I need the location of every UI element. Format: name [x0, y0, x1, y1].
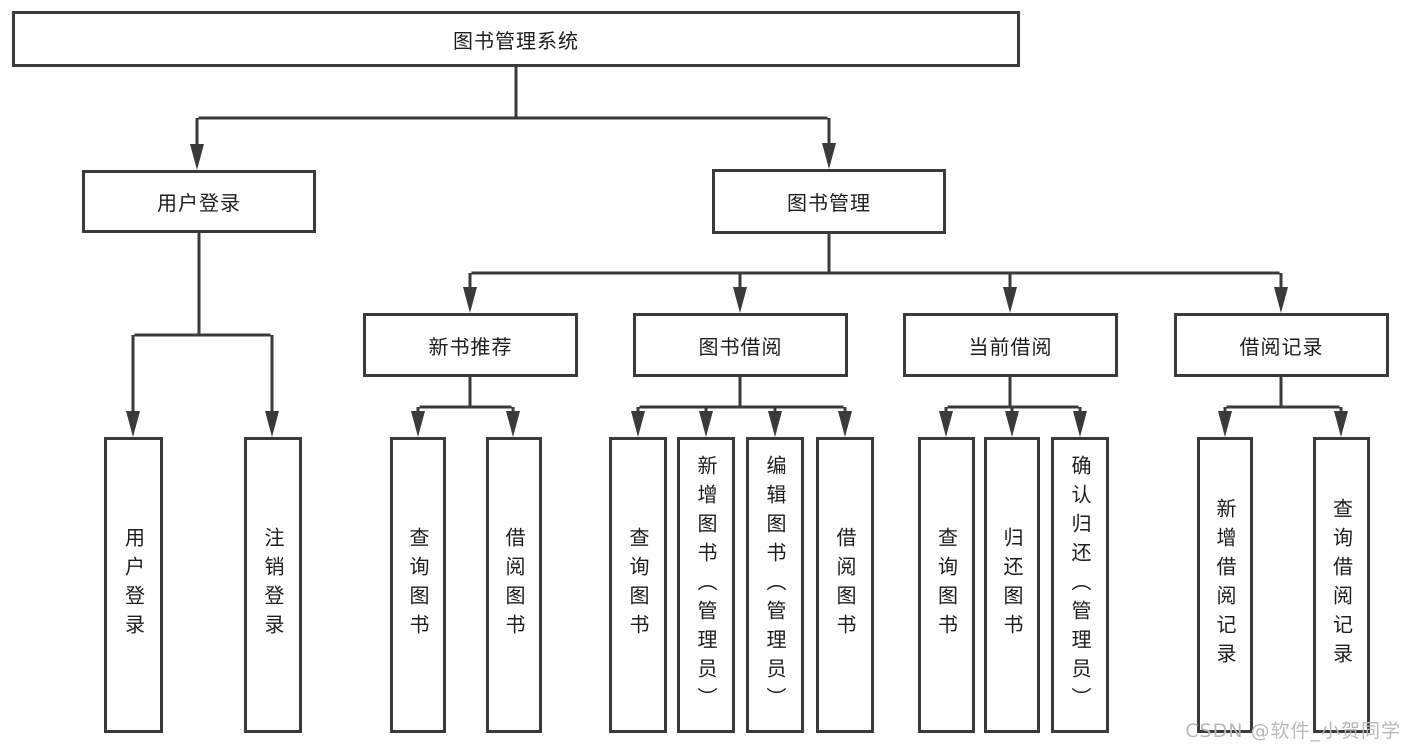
connector-new-book-split [416, 377, 515, 413]
leaf-user-login: 用户登录 [104, 437, 163, 733]
arrowheads-user-login-split [126, 411, 279, 437]
node-user-login: 用户登录 [82, 170, 316, 233]
leaf-logout: 注销登录 [244, 437, 302, 733]
leaf-edit-book-admin: 编辑图书（管理员） [746, 437, 804, 733]
node-borrow-records: 借阅记录 [1174, 313, 1389, 377]
leaf-add-borrow-record: 新增借阅记录 [1197, 437, 1253, 733]
leaf-confirm-return-admin: 确认归还（管理员） [1051, 437, 1109, 733]
arrowheads-borrow-records-split [1218, 411, 1348, 437]
arrowheads-current-borrow-split [939, 411, 1087, 437]
node-book-borrow: 图书借阅 [633, 313, 848, 377]
connector-book-management-split [468, 234, 1283, 289]
arrowheads-root-split [190, 143, 836, 170]
leaf-add-book-admin: 新增图书（管理员） [677, 437, 735, 733]
arrowheads-book-borrow-split [631, 411, 852, 437]
node-new-book-recommend: 新书推荐 [363, 313, 578, 377]
leaf-borrow-query-books: 查询图书 [609, 437, 667, 733]
connector-borrow-records-split [1223, 377, 1343, 413]
leaf-recommend-borrow-books: 借阅图书 [486, 437, 542, 733]
csdn-watermark: CSDN @软件_小贺同学 [1185, 720, 1401, 742]
connector-user-login-split [131, 233, 274, 413]
connector-root-split [195, 67, 831, 146]
connector-current-borrow-split [944, 377, 1082, 413]
connector-book-borrow-split [636, 377, 847, 413]
node-system-root: 图书管理系统 [12, 11, 1020, 67]
node-book-management: 图书管理 [712, 169, 946, 234]
leaf-return-books: 归还图书 [984, 437, 1040, 733]
leaf-current-query-books: 查询图书 [918, 437, 975, 733]
leaf-recommend-query-books: 查询图书 [390, 437, 446, 733]
arrowheads-book-management-split [463, 287, 1288, 313]
leaf-query-borrow-record: 查询借阅记录 [1313, 437, 1370, 733]
node-current-borrow: 当前借阅 [903, 313, 1118, 377]
leaf-borrow-books: 借阅图书 [816, 437, 874, 733]
arrowheads-new-book-split [411, 411, 520, 437]
